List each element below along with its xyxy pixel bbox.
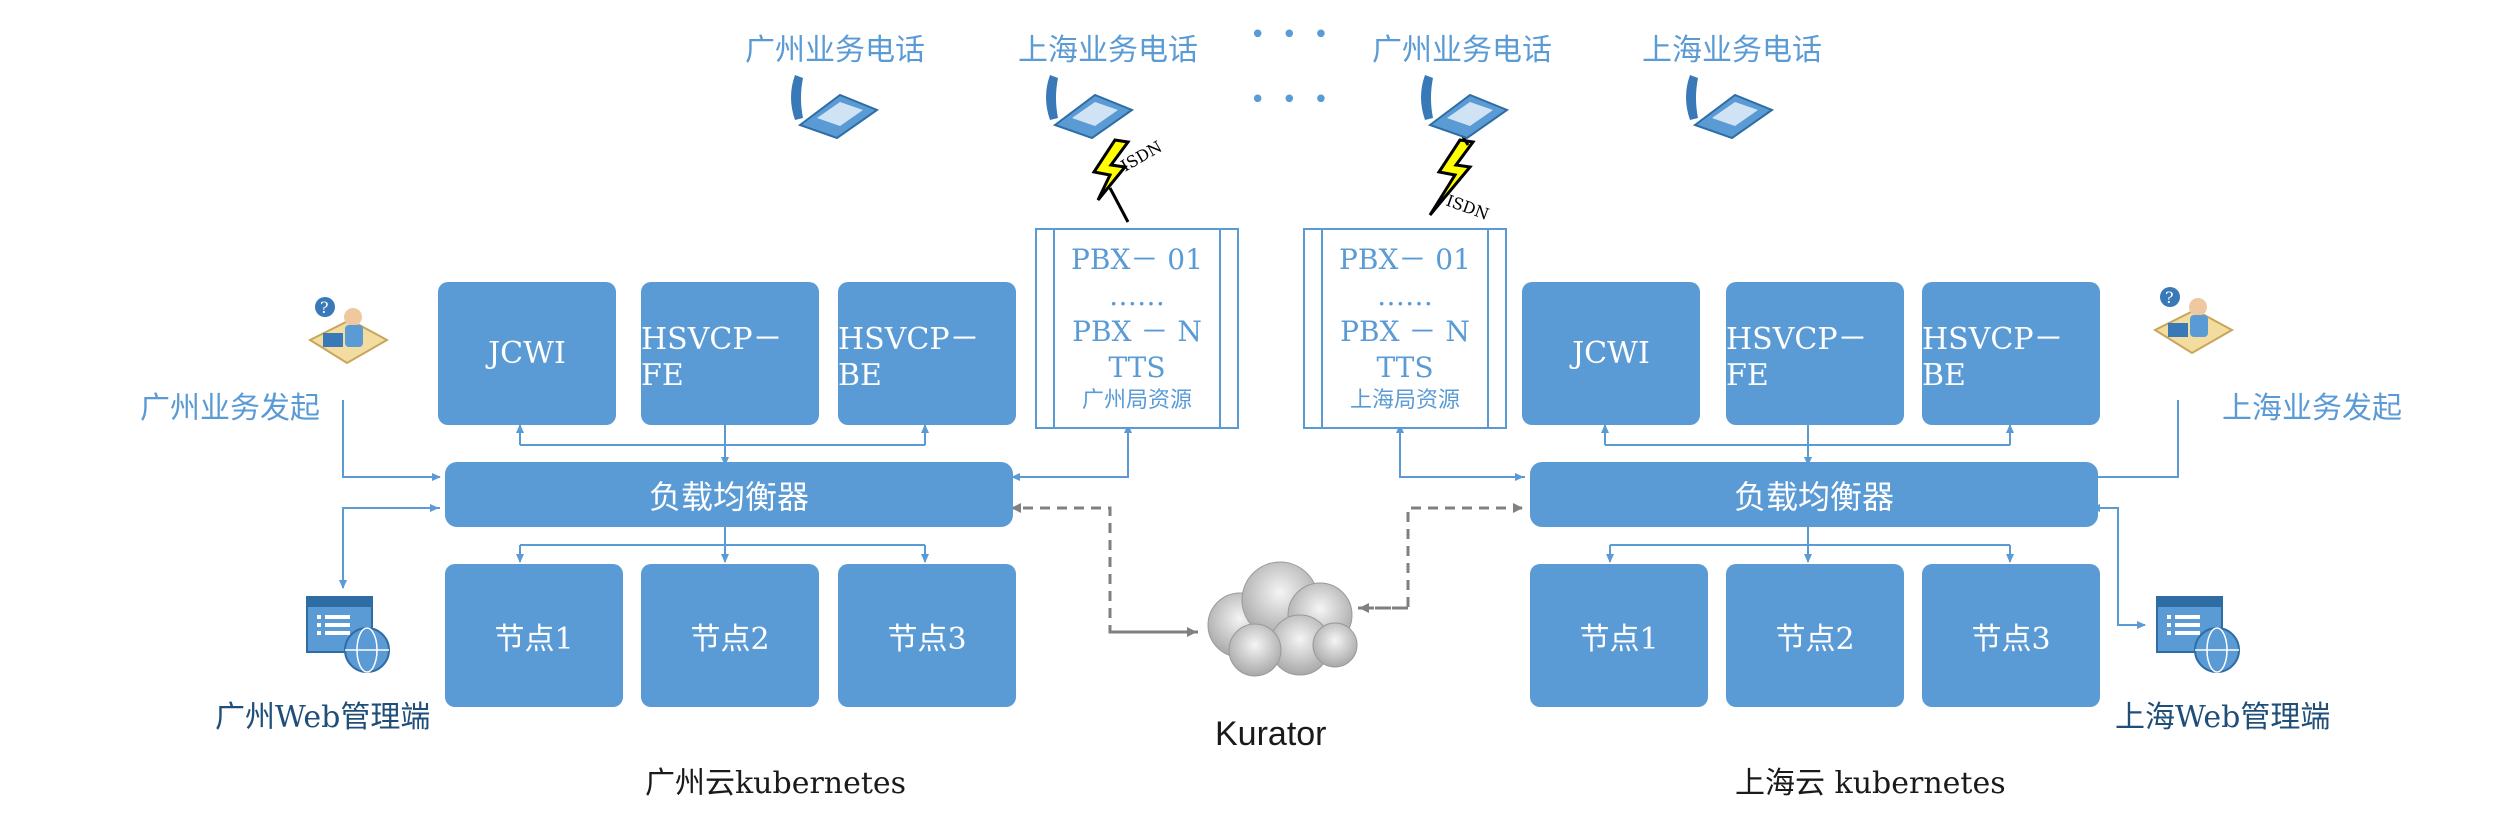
pbx-line-5: 上海局资源 (1349, 387, 1460, 413)
phone-icon (791, 75, 880, 140)
pbx-line-4: TTS (1376, 350, 1434, 384)
node-2-guangzhou[interactable]: 节点2 (641, 564, 819, 707)
service-hsvcp-fe-shanghai[interactable]: HSVCP－FE (1726, 282, 1904, 425)
phone-label-guangzhou-2: 广州业务电话 (1372, 33, 1552, 68)
initiator-label-shanghai: 上海业务发起 (2222, 391, 2402, 426)
node-3-shanghai[interactable]: 节点3 (1922, 564, 2100, 707)
service-hsvcp-fe-guangzhou[interactable]: HSVCP－FE (641, 282, 819, 425)
web-admin-icon (306, 596, 390, 673)
node-1-shanghai[interactable]: 节点1 (1530, 564, 1708, 707)
service-jcwi-guangzhou[interactable]: JCWI (438, 282, 616, 425)
cloud-icon (1207, 561, 1358, 677)
pbx-line-1: PBX－ 01 (1339, 242, 1471, 276)
user-help-icon: ? (2152, 287, 2235, 355)
web-admin-icon (2156, 596, 2240, 673)
service-jcwi-shanghai[interactable]: JCWI (1522, 282, 1700, 425)
node-3-guangzhou[interactable]: 节点3 (838, 564, 1016, 707)
isdn-lightning-left (1091, 138, 1131, 223)
phone-label-guangzhou-1: 广州业务电话 (745, 33, 925, 68)
svg-text:?: ? (2165, 288, 2174, 307)
phone-icon (1046, 75, 1135, 140)
pbx-line-4: TTS (1108, 350, 1166, 384)
phone-label-shanghai-1: 上海业务电话 (1018, 33, 1198, 68)
pbx-line-1: PBX－ 01 (1071, 242, 1203, 276)
pbx-line-2: …… (1377, 278, 1433, 312)
web-admin-label-guangzhou: 广州Web管理端 (215, 700, 431, 735)
load-balancer-shanghai[interactable]: 负载均衡器 (1530, 462, 2098, 527)
web-admin-label-shanghai: 上海Web管理端 (2115, 700, 2331, 735)
load-balancer-guangzhou[interactable]: 负载均衡器 (445, 462, 1013, 527)
cluster-title-guangzhou: 广州云kubernetes (645, 766, 907, 801)
svg-text:?: ? (320, 298, 329, 317)
pbx-line-3: PBX － N (1072, 314, 1202, 348)
user-help-icon: ? (307, 297, 390, 365)
service-hsvcp-be-shanghai[interactable]: HSVCP－BE (1922, 282, 2100, 425)
pbx-line-2: …… (1109, 278, 1165, 312)
initiator-label-guangzhou: 广州业务发起 (140, 391, 320, 426)
node-2-shanghai[interactable]: 节点2 (1726, 564, 1904, 707)
isdn-label-right: ISDN (1444, 191, 1492, 224)
kurator-label: Kurator (1215, 715, 1327, 753)
phone-label-shanghai-2: 上海业务电话 (1642, 33, 1822, 68)
node-1-guangzhou[interactable]: 节点1 (445, 564, 623, 707)
phone-icon (1686, 75, 1775, 140)
pbx-line-3: PBX － N (1340, 314, 1470, 348)
pbx-resources-guangzhou[interactable]: PBX－ 01 …… PBX － N TTS 广州局资源 (1035, 228, 1239, 429)
ellipsis-top: • • • (1250, 20, 1333, 50)
service-hsvcp-be-guangzhou[interactable]: HSVCP－BE (838, 282, 1016, 425)
pbx-line-5: 广州局资源 (1081, 387, 1192, 413)
phone-icon (1421, 75, 1510, 140)
pbx-resources-shanghai[interactable]: PBX－ 01 …… PBX － N TTS 上海局资源 (1303, 228, 1507, 429)
cluster-title-shanghai: 上海云 kubernetes (1735, 766, 2006, 801)
ellipsis-bottom: • • • (1250, 85, 1333, 115)
